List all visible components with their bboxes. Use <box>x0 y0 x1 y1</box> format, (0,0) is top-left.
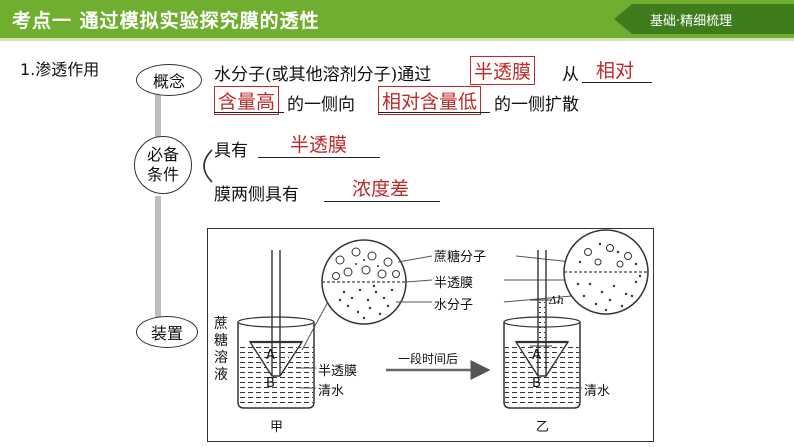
apparatus-label: 装置 <box>150 324 183 343</box>
concept-underline-1 <box>582 82 652 83</box>
concept-text-1: 水分子(或其他溶剂分子)通过 <box>214 65 432 85</box>
legend-water: 水分子 <box>434 298 474 313</box>
delta-h-label: Δh <box>549 294 565 307</box>
arrow-label: 一段时间后 <box>398 352 459 366</box>
legend-sucrose: 蔗糖分子 <box>434 250 487 265</box>
header-tag: 基础·精细梳理 <box>614 4 794 34</box>
caption-yi: 乙 <box>536 420 550 435</box>
membrane-label-left: 半透膜 <box>318 364 358 379</box>
sucrose-solution-label: 蔗 糖 溶 液 <box>214 316 228 383</box>
water-label-right: 清水 <box>584 384 611 399</box>
header-divider <box>0 38 794 41</box>
concept-answer-relative: 相对 <box>596 60 635 82</box>
condition-item-1-text: 具有 <box>214 141 248 161</box>
water-label-left: 清水 <box>318 384 345 399</box>
header-title: 考点一 通过模拟实验探究膜的透性 <box>12 10 320 32</box>
condition-item-1-answer: 半透膜 <box>290 134 348 156</box>
legend-membrane: 半透膜 <box>434 276 474 291</box>
concept-bubble: 概念 <box>136 64 202 96</box>
region-b-left: B <box>266 376 275 391</box>
header-bar: 考点一 通过模拟实验探究膜的透性 基础·精细梳理 <box>0 0 794 38</box>
section-title: 1.渗透作用 <box>20 60 100 79</box>
concept-underline-2 <box>214 112 284 113</box>
concept-label: 概念 <box>152 72 185 91</box>
concept-text-3: 的一侧向 <box>287 95 355 115</box>
concept-answer-low: 相对含量低 <box>378 86 482 115</box>
condition-item-2-text: 膜两侧具有 <box>214 185 299 205</box>
condition-item-2-answer: 浓度差 <box>352 178 410 200</box>
concept-underline-3 <box>378 112 490 113</box>
region-b-right: B <box>532 376 541 391</box>
apparatus-bubble: 装置 <box>136 316 198 348</box>
condition-underline-1 <box>258 157 380 158</box>
concept-answer-membrane: 半透膜 <box>470 56 536 85</box>
conditions-label-1: 必备 <box>146 145 179 164</box>
conditions-bubble: 必备 条件 <box>134 136 192 194</box>
header-tag-label: 基础·精细梳理 <box>650 14 733 29</box>
condition-underline-2 <box>324 201 440 202</box>
concept-text-4: 的一侧扩散 <box>494 95 579 115</box>
concept-answer-high: 含量高 <box>214 86 280 115</box>
caption-jia: 甲 <box>270 420 284 435</box>
region-a-right: A <box>532 348 541 363</box>
conditions-label-2: 条件 <box>146 165 179 184</box>
region-a-left: A <box>266 348 275 363</box>
concept-text-2: 从 <box>562 65 579 85</box>
